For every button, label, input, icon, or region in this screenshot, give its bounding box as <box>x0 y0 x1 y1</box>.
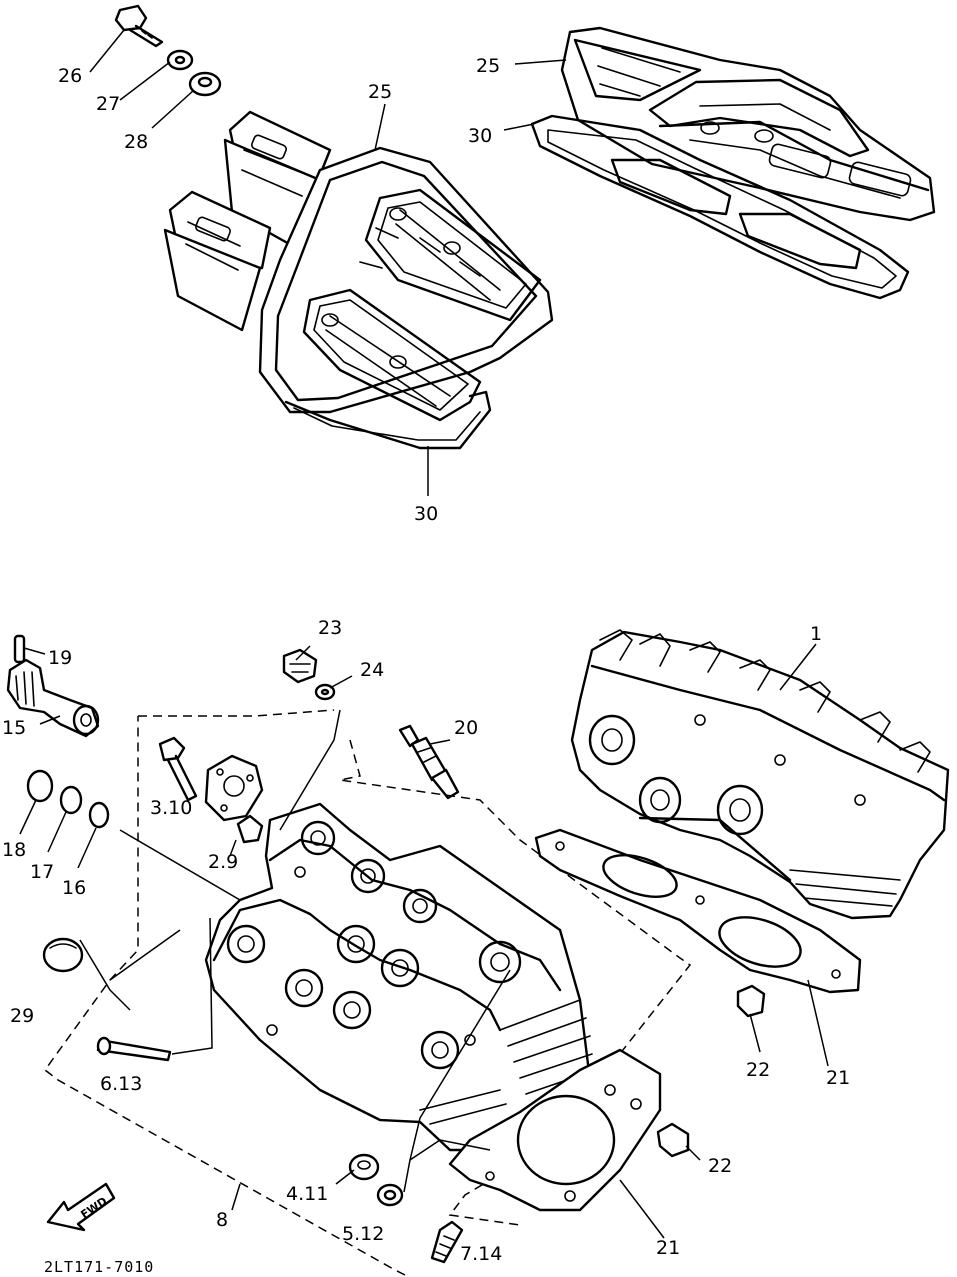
dowel-part <box>656 1122 690 1158</box>
callout-29: 29 <box>10 1005 34 1027</box>
forward-arrow-icon: FWD <box>46 1182 116 1232</box>
callout-25-left: 25 <box>368 81 392 103</box>
cylinder-head-rear <box>570 629 950 920</box>
callout-23: 23 <box>318 617 342 639</box>
callout-21-upper: 21 <box>826 1067 850 1089</box>
dowel-part <box>736 984 766 1018</box>
callout-22-lower: 22 <box>708 1155 732 1177</box>
callout-5-12: 5.12 <box>342 1223 384 1245</box>
plug-part <box>42 937 84 973</box>
callout-1: 1 <box>810 623 822 645</box>
callout-22-upper: 22 <box>746 1059 770 1081</box>
callout-26: 26 <box>58 65 82 87</box>
callout-4-11: 4.11 <box>286 1183 328 1205</box>
head-gasket-part <box>534 828 862 994</box>
cylinder-head-front <box>204 802 593 1152</box>
pin-part <box>13 634 26 664</box>
tensioner-cap-part <box>204 754 264 822</box>
callout-20: 20 <box>454 717 478 739</box>
bolt-part <box>158 736 198 802</box>
drawing-code: 2LT171-7010 <box>44 1258 154 1276</box>
spark-plug-part <box>398 724 460 800</box>
cylinder-head-cover-rear <box>530 26 936 300</box>
callout-15: 15 <box>2 717 26 739</box>
bolt-part <box>114 4 164 48</box>
callout-24: 24 <box>360 659 384 681</box>
callout-30-right: 30 <box>468 125 492 147</box>
callout-6-13: 6.13 <box>100 1073 142 1095</box>
stud-bolt-part <box>430 1220 464 1264</box>
callout-8: 8 <box>216 1209 228 1231</box>
dowel-pin-part <box>236 814 264 844</box>
oil-fitting-part <box>282 648 318 684</box>
head-gasket-part <box>448 1048 662 1212</box>
callout-30-left: 30 <box>414 503 438 525</box>
callout-labels: 26 27 28 25 25 30 30 23 24 1 19 15 20 3.… <box>2 55 850 1276</box>
washer-part <box>166 49 194 71</box>
grommet-part <box>188 71 222 97</box>
assembly-boundary <box>43 709 692 1276</box>
o-ring-part <box>88 801 110 829</box>
valve-guide-part <box>96 1036 172 1062</box>
o-ring-part <box>26 769 54 803</box>
leader-lines <box>19 29 829 1239</box>
callout-19: 19 <box>48 647 72 669</box>
callout-18: 18 <box>2 839 26 861</box>
callout-2-9: 2.9 <box>208 851 238 873</box>
callout-25-right: 25 <box>476 55 500 77</box>
callout-3-10: 3.10 <box>150 797 192 819</box>
callout-16: 16 <box>62 877 86 899</box>
callout-21-lower: 21 <box>656 1237 680 1259</box>
washer-part <box>376 1183 404 1207</box>
callout-7-14: 7.14 <box>460 1243 502 1265</box>
callout-27: 27 <box>96 93 120 115</box>
o-ring-part <box>59 785 83 815</box>
cylinder-head-cover-front <box>163 110 554 450</box>
callout-28: 28 <box>124 131 148 153</box>
intake-joint-part <box>6 658 100 738</box>
callout-17: 17 <box>30 861 54 883</box>
plug-part <box>348 1153 380 1181</box>
washer-part <box>314 683 336 701</box>
